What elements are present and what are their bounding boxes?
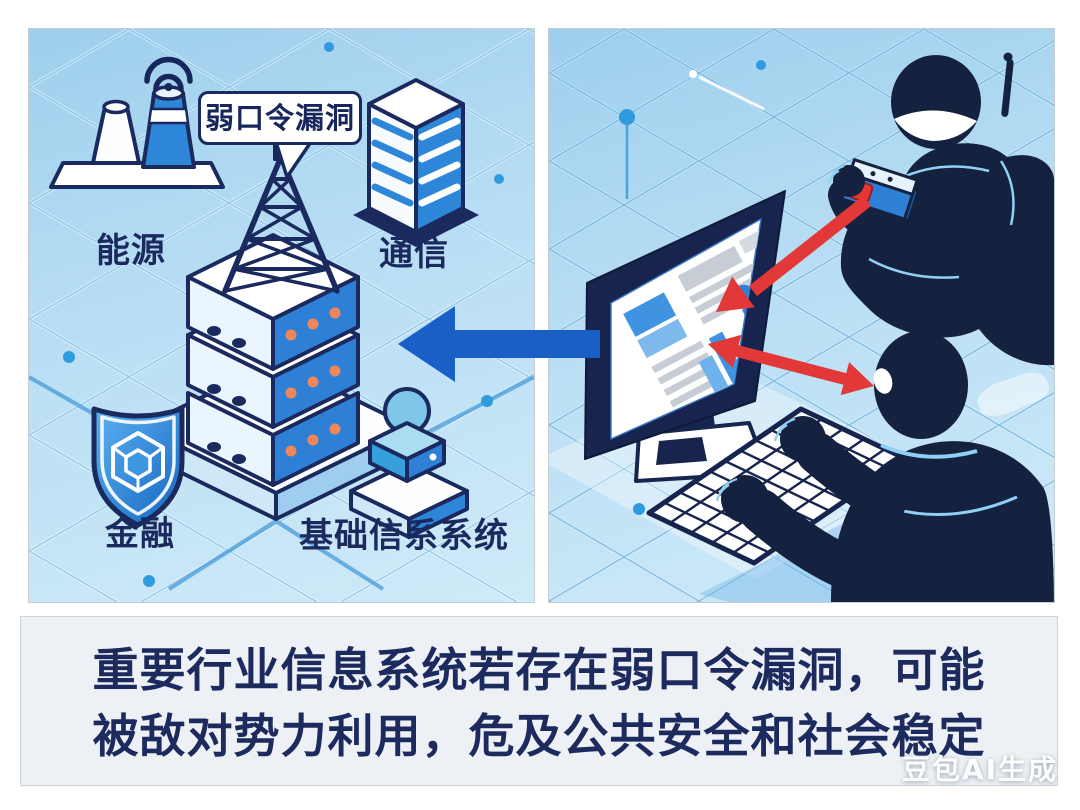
red-exchange-arrow [708, 334, 874, 396]
caption-line-1: 重要行业信息系统若存在弱口令漏洞，可能 [92, 643, 986, 697]
ai-watermark: 豆包AI生成 [901, 753, 1058, 786]
right-panel-hacker-attack [548, 28, 1055, 603]
hacker-keyboard-icon [715, 331, 1054, 602]
left-panel-critical-infrastructure: 弱口令漏洞 能源 通信 金融 基础信系系统 [28, 28, 535, 603]
label-telecom: 通信 [379, 234, 449, 274]
wifi-icon [144, 56, 193, 92]
caption-line-2: 被敌对势力利用，危及公共安全和社会稳定 [92, 709, 986, 763]
network-nodes [63, 42, 504, 587]
label-energy: 能源 [96, 231, 166, 271]
red-attack-arrow [716, 195, 872, 312]
speech-bubble-text: 弱口令漏洞 [204, 101, 355, 135]
speech-bubble-weak-password: 弱口令漏洞 [198, 91, 362, 145]
office-building-icon [353, 78, 479, 247]
label-infrastructure: 基础信系系统 [299, 516, 509, 556]
balaclava-eye-slit [894, 110, 977, 141]
power-plant-icon [49, 56, 225, 189]
label-finance: 金融 [105, 514, 175, 554]
hacker-scanner-icon [828, 52, 1054, 366]
caption-banner: 重要行业信息系统若存在弱口令漏洞，可能 被敌对势力利用，危及公共安全和社会稳定 [20, 616, 1058, 786]
pedestal-terminal-icon [349, 387, 469, 539]
shield-hexagon-icon [91, 406, 185, 528]
radio-tower-icon [222, 120, 340, 294]
hacker-attack-art [549, 29, 1054, 602]
balaclava-eye [873, 368, 893, 394]
